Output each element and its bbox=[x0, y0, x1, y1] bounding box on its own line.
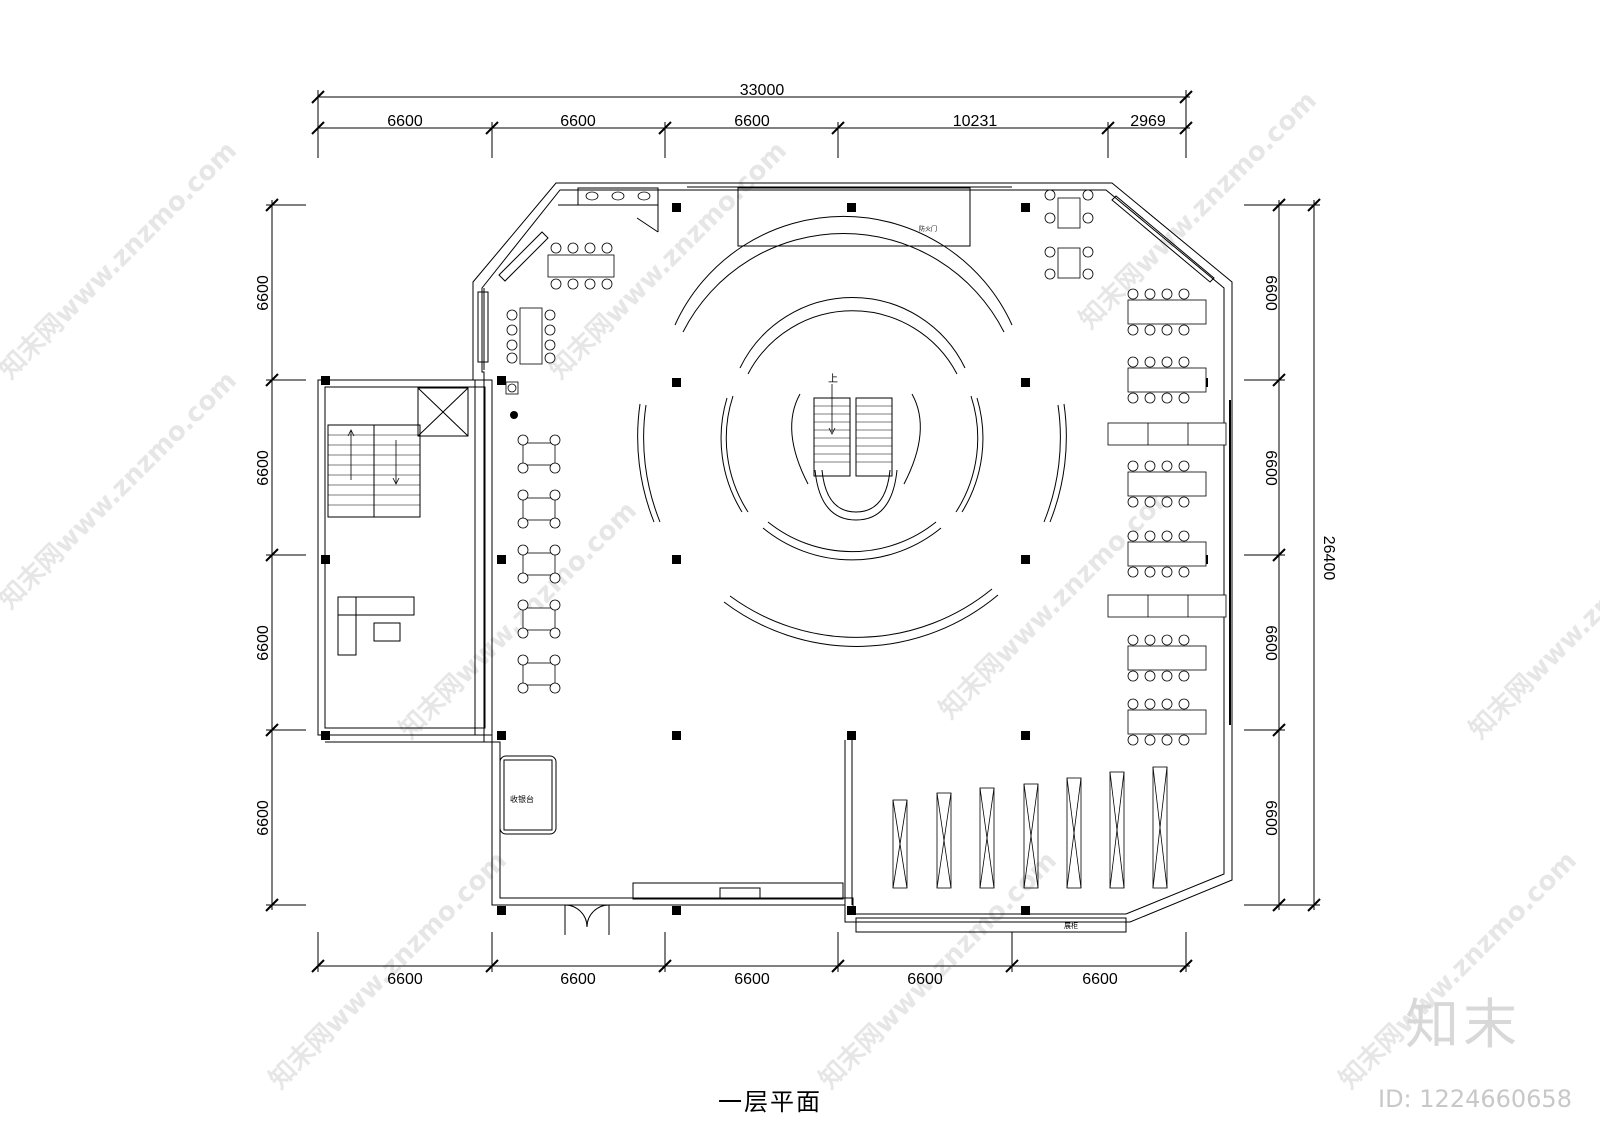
extinguisher-symbols bbox=[505, 381, 519, 419]
left-dim-3: 6600 bbox=[255, 625, 272, 661]
right-dim-3: 6600 bbox=[1262, 625, 1279, 661]
dining-tables bbox=[506, 189, 1227, 746]
drawing-title: 一层平面 bbox=[718, 1088, 822, 1116]
top-dim-1: 6600 bbox=[387, 113, 423, 130]
left-dim-2: 6600 bbox=[255, 450, 272, 486]
dimension-lines bbox=[265, 90, 1321, 973]
image-id-label: ID: 1224660658 bbox=[1378, 1085, 1572, 1113]
watermark: 知末网www.znzmo.com bbox=[1464, 496, 1600, 745]
bottom-dim-5: 6600 bbox=[1082, 971, 1118, 988]
central-arc-seating bbox=[637, 215, 1067, 647]
right-dim-1: 6600 bbox=[1262, 275, 1279, 311]
right-dim-4: 6600 bbox=[1262, 800, 1279, 836]
watermark: 知末网www.znzmo.com bbox=[0, 136, 243, 385]
top-dim-5: 2969 bbox=[1130, 113, 1166, 130]
top-dim-2: 6600 bbox=[560, 113, 596, 130]
right-dim-2: 6600 bbox=[1262, 450, 1279, 486]
shelving-units bbox=[892, 766, 1168, 889]
watermark: 知末网www.znzmo.com bbox=[394, 496, 643, 745]
brand-logo: 知末 bbox=[1405, 993, 1521, 1056]
watermark: 知末网www.znzmo.com bbox=[1074, 86, 1323, 335]
left-dim-4: 6600 bbox=[255, 800, 272, 836]
stair-arrows bbox=[347, 384, 836, 485]
bottom-dim-3: 6600 bbox=[734, 971, 770, 988]
walls bbox=[317, 182, 1233, 935]
door-note-label: 防火门 bbox=[919, 225, 937, 233]
dimension-labels: 33000 6600 6600 6600 10231 2969 6600 660… bbox=[255, 82, 1337, 988]
overall-height-label: 26400 bbox=[1320, 536, 1337, 581]
stair-up-label: 上 bbox=[828, 373, 838, 385]
watermark: 知末网www.znzmo.com bbox=[0, 366, 243, 615]
bottom-dim-4: 6600 bbox=[907, 971, 943, 988]
structural-columns bbox=[321, 203, 1208, 915]
bottom-dim-2: 6600 bbox=[560, 971, 596, 988]
watermark-layer: 知末网www.znzmo.com 知末网www.znzmo.com 知末网www… bbox=[0, 86, 1600, 1095]
top-dim-4: 10231 bbox=[953, 113, 998, 130]
counter-note-label: 展柜 bbox=[1064, 921, 1078, 930]
left-dim-1: 6600 bbox=[255, 275, 272, 311]
top-dim-3: 6600 bbox=[734, 113, 770, 130]
sink-basins bbox=[585, 191, 651, 201]
cashier-label: 收银台 bbox=[510, 794, 534, 804]
spiral-stair-treads bbox=[814, 405, 892, 463]
bottom-dim-1: 6600 bbox=[387, 971, 423, 988]
overall-width-label: 33000 bbox=[740, 82, 785, 99]
